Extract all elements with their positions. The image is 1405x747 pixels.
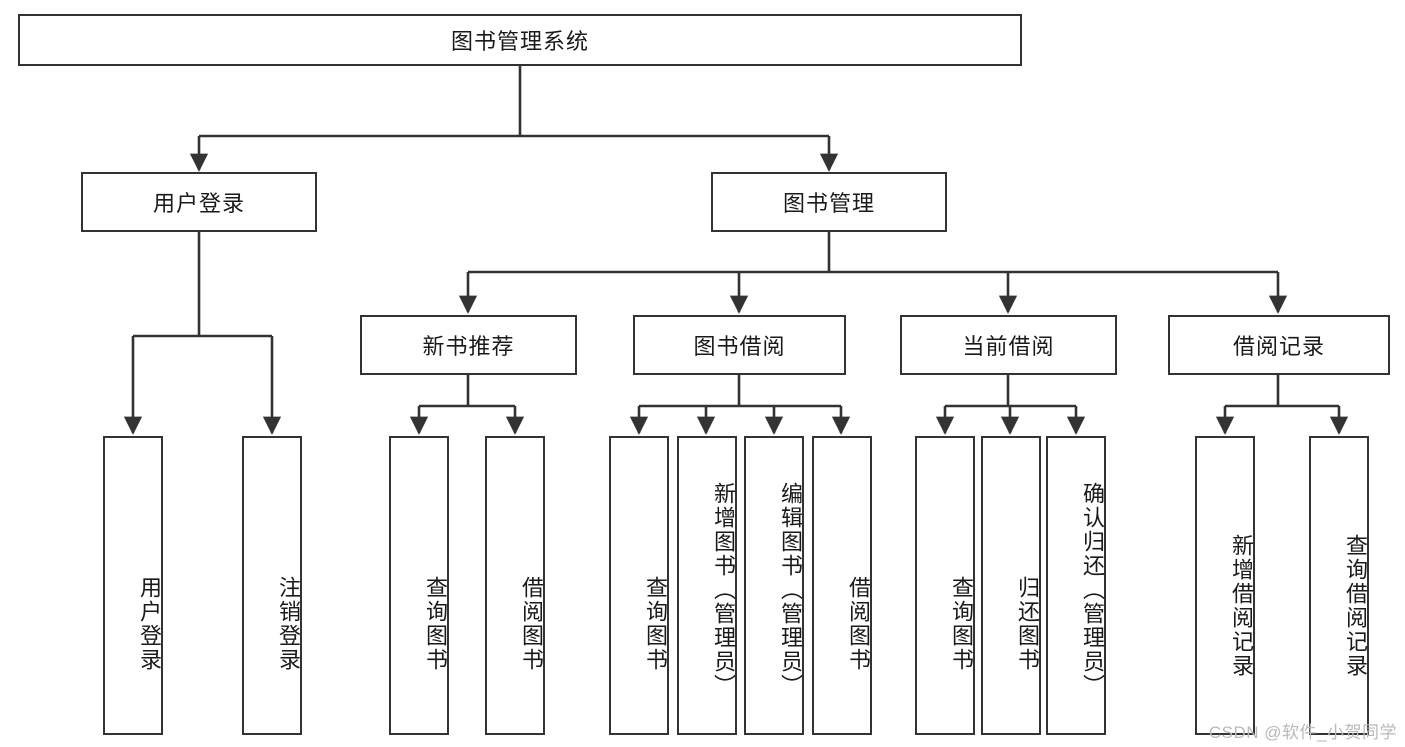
node-label: 归还图书 (1015, 575, 1040, 672)
node-label: 图书管理 (782, 191, 875, 216)
node-label: 查询图书 (949, 575, 974, 672)
leaf-book-borrow-add-book-admin[interactable]: 新增图书（管理员） (677, 436, 737, 735)
node-root-book-management-system[interactable]: 图书管理系统 (18, 14, 1022, 66)
leaf-current-borrow-query-book[interactable]: 查询图书 (915, 436, 975, 735)
node-label: 用户登录 (137, 575, 162, 672)
leaf-book-borrow-edit-book-admin[interactable]: 编辑图书（管理员） (744, 436, 804, 735)
node-label: 图书借阅 (693, 334, 786, 359)
node-label: 借阅记录 (1232, 334, 1325, 359)
leaf-book-borrow-query-book[interactable]: 查询图书 (609, 436, 669, 735)
node-new-book-recommend[interactable]: 新书推荐 (360, 315, 577, 375)
node-label: 新书推荐 (422, 334, 515, 359)
node-user-login[interactable]: 用户登录 (81, 172, 317, 232)
node-label: 查询图书 (643, 575, 668, 672)
node-label: 图书管理系统 (450, 29, 589, 54)
leaf-borrow-record-query-record[interactable]: 查询借阅记录 (1309, 436, 1369, 735)
leaf-new-book-borrow-book[interactable]: 借阅图书 (485, 436, 545, 735)
node-label: 注销登录 (276, 575, 301, 672)
node-label: 借阅图书 (846, 575, 871, 672)
leaf-book-borrow-borrow-book[interactable]: 借阅图书 (812, 436, 872, 735)
node-label: 当前借阅 (962, 334, 1055, 359)
node-borrow-record[interactable]: 借阅记录 (1168, 315, 1390, 375)
watermark-text: CSDN @软件_小贺同学 (1208, 723, 1397, 742)
node-label: 新增图书（管理员） (711, 481, 736, 698)
node-label: 查询借阅记录 (1343, 533, 1368, 678)
node-label: 查询图书 (423, 575, 448, 672)
leaf-borrow-record-add-record[interactable]: 新增借阅记录 (1195, 436, 1255, 735)
node-label: 借阅图书 (519, 575, 544, 672)
node-label: 确认归还（管理员） (1080, 481, 1105, 698)
node-book-borrow[interactable]: 图书借阅 (633, 315, 846, 375)
leaf-new-book-query-book[interactable]: 查询图书 (389, 436, 449, 735)
node-label: 用户登录 (152, 191, 245, 216)
node-current-borrow[interactable]: 当前借阅 (900, 315, 1117, 375)
node-label: 编辑图书（管理员） (778, 481, 803, 698)
node-label: 新增借阅记录 (1229, 533, 1254, 678)
leaf-user-login-logout[interactable]: 注销登录 (242, 436, 302, 735)
leaf-user-login-login[interactable]: 用户登录 (103, 436, 163, 735)
leaf-current-borrow-confirm-return-admin[interactable]: 确认归还（管理员） (1046, 436, 1106, 735)
leaf-current-borrow-return-book[interactable]: 归还图书 (981, 436, 1041, 735)
node-book-management[interactable]: 图书管理 (711, 172, 947, 232)
